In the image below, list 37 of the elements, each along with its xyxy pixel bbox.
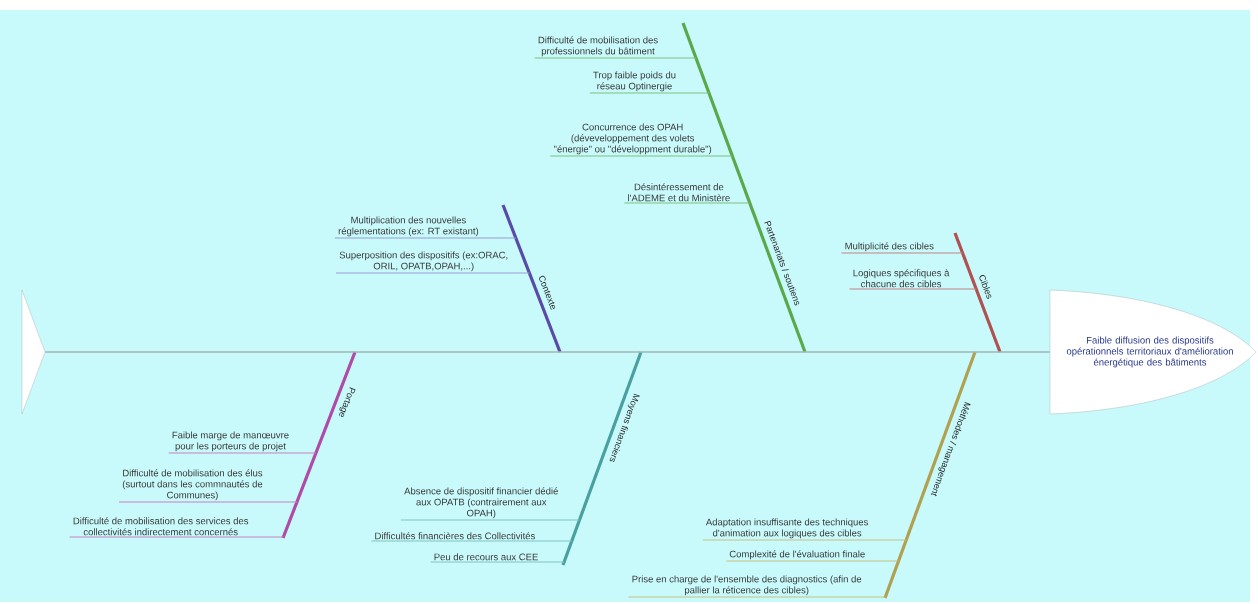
cause-text: Trop faible poids du réseau Optinergie: [593, 71, 676, 92]
cause-text: Faible marge de manœuvre pour les porteurs de projet: [172, 431, 289, 452]
cause-text: Peu de recours aux CEE: [434, 553, 538, 561]
cause-text: Logiques spécifiques à chacune des cibles: [853, 269, 950, 288]
underline-connector: [400, 519, 581, 521]
underline-connector: [623, 202, 751, 204]
underline-connector: [840, 252, 964, 254]
spine-line: [44, 351, 1051, 353]
cause-text: Concurrence des OPAH (déveveloppement des volets "énergie" ou "développment durable"): [554, 123, 712, 155]
underline-connector: [69, 536, 284, 538]
category-label: Cibles: [979, 275, 992, 299]
cause-text: Difficultés financières des Collectivités: [375, 532, 535, 540]
cause-text: Superposition des dispositifs (ex:ORAC, ORIL, OPATB,OPAH,...): [339, 251, 508, 272]
underline-connector: [168, 452, 317, 454]
cause-text: Complexité de l'évaluation finale: [729, 550, 865, 560]
cause-text: Désintéressement de l'ADEME et du Ministère: [628, 183, 730, 202]
underline-connector: [534, 57, 697, 59]
cause-text: Multiplication des nouvelles réglementations (ex: RT existant): [338, 216, 479, 237]
cause-text: Multiplicité des cibles: [845, 242, 934, 252]
cause-text: Prise en charge de l'ensemble des diagnostics (afin de pallier la réticence des cibles): [632, 575, 862, 596]
underline-connector: [335, 272, 530, 274]
underline-connector: [848, 288, 977, 290]
underline-connector: [589, 92, 710, 94]
underline-connector: [429, 561, 565, 563]
cause-text: Absence de dispositif financier dédié aux OPATB (contrairement aux OPAH): [404, 487, 558, 519]
cause-text: Difficulté de mobilisation des élus (surtout dans les commnautés de Communes): [122, 469, 263, 501]
underline-connector: [334, 237, 517, 239]
underline-connector: [702, 539, 907, 541]
underline-connector: [118, 501, 298, 503]
underline-connector: [725, 560, 900, 562]
cause-text: Difficulté de mobilisation des professionnels du bâtiment: [538, 36, 658, 57]
tail-triangle: [21, 289, 46, 415]
cause-text: Difficulté de mobilisation des services des collectivités indirectement concernés: [73, 517, 249, 536]
cause-text: Adaptation insuffisante des techniques d'animation aux logiques des cibles: [705, 518, 868, 539]
underline-connector: [370, 540, 573, 542]
underline-connector: [627, 596, 886, 598]
underline-connector: [549, 155, 733, 157]
